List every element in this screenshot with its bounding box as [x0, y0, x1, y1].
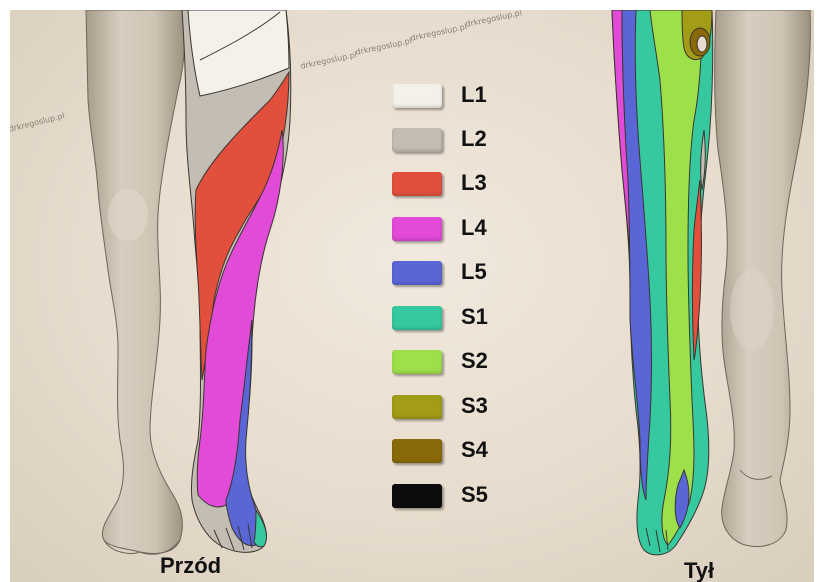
front-plain-leg	[86, 10, 185, 554]
legend-item-s5: S5	[392, 480, 532, 516]
legend-swatch	[392, 84, 442, 108]
legend-swatch	[392, 395, 442, 419]
legend-item-l2: L2	[392, 124, 532, 160]
image-border-top	[0, 0, 820, 10]
legend-item-s2: S2	[392, 346, 532, 382]
back-calf-highlight	[730, 270, 774, 350]
image-border-right	[814, 0, 820, 582]
back-view-caption: Tył	[684, 558, 714, 582]
legend-label: S2	[461, 348, 488, 374]
legend-swatch	[392, 484, 442, 508]
legend-label: S4	[461, 437, 488, 463]
legend-label: L5	[461, 259, 487, 285]
legend-label: L4	[461, 215, 487, 241]
image-border-left	[0, 0, 10, 582]
legend-swatch	[392, 439, 442, 463]
legend-label: S3	[461, 393, 488, 419]
legend-label: S5	[461, 482, 488, 508]
legend-item-l4: L4	[392, 213, 532, 249]
legend-swatch	[392, 261, 442, 285]
legend-item-s1: S1	[392, 302, 532, 338]
legend-label: L1	[461, 82, 487, 108]
legend-item-s4: S4	[392, 435, 532, 471]
legend-swatch	[392, 217, 442, 241]
legend-swatch	[392, 350, 442, 374]
legend-swatch	[392, 306, 442, 330]
back-dermatome-leg	[612, 10, 713, 555]
legend-swatch	[392, 172, 442, 196]
legend-label: S1	[461, 304, 488, 330]
legend-label: L3	[461, 170, 487, 196]
legend-swatch	[392, 128, 442, 152]
front-knee-highlight	[108, 189, 148, 241]
legend-item-l5: L5	[392, 257, 532, 293]
legend-label: L2	[461, 126, 487, 152]
legend-item-l1: L1	[392, 80, 532, 116]
front-dermatome-leg	[182, 10, 291, 552]
front-view-caption: Przód	[160, 553, 221, 579]
legend-item-l3: L3	[392, 168, 532, 204]
legend-item-s3: S3	[392, 391, 532, 427]
